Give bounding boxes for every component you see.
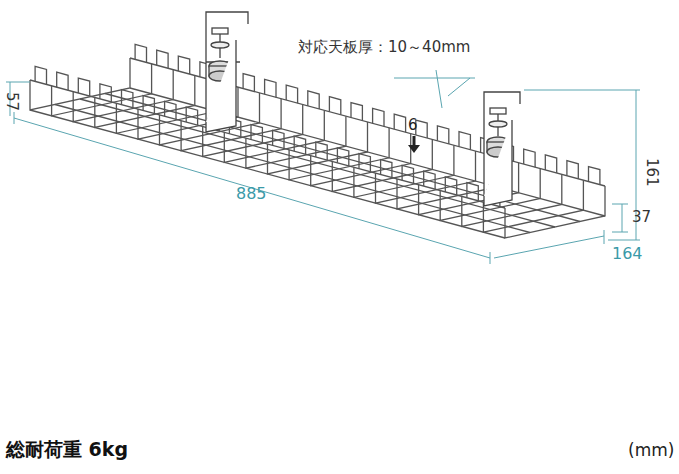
dimension-label: 37 <box>632 210 651 225</box>
wire <box>351 103 362 121</box>
wire <box>35 66 46 84</box>
wire <box>165 101 176 119</box>
wire <box>130 88 605 216</box>
wire <box>524 149 535 167</box>
wire <box>424 171 435 189</box>
wire <box>505 186 605 238</box>
wire <box>130 58 605 186</box>
unit-label: (mm) <box>628 442 674 459</box>
wire <box>467 183 478 201</box>
desk-clamps <box>206 12 520 206</box>
wire <box>186 107 197 125</box>
wire <box>143 96 154 114</box>
dimension-label: 164 <box>612 246 643 262</box>
wire <box>122 90 133 108</box>
wire <box>567 161 578 179</box>
dimension-lines <box>6 70 640 264</box>
wire <box>273 130 284 148</box>
wire <box>178 56 189 74</box>
wire <box>30 110 505 238</box>
wire <box>459 132 470 150</box>
wire <box>589 167 600 185</box>
wire <box>286 85 297 103</box>
wire <box>337 148 348 166</box>
dimension-label: 161 <box>644 158 659 187</box>
dimension-label: 885 <box>236 186 267 202</box>
wire <box>445 177 456 195</box>
wire <box>381 160 392 178</box>
wire-tray <box>30 44 605 238</box>
load-rating: 総耐荷重 6kg <box>6 440 128 459</box>
note-label: 対応天板厚：10～40mm <box>298 40 470 55</box>
wire <box>135 44 146 62</box>
wire <box>359 154 370 172</box>
wire <box>265 79 276 97</box>
wire <box>402 165 413 183</box>
load-arrow <box>408 136 420 153</box>
wire <box>157 50 168 68</box>
wire <box>545 155 556 173</box>
wire <box>329 97 340 115</box>
load-label: 6 <box>408 118 418 133</box>
dimension-label: 57 <box>4 92 19 111</box>
wire <box>316 142 327 160</box>
wire <box>243 74 254 92</box>
wire <box>57 72 68 90</box>
wire <box>78 78 89 96</box>
wire <box>55 105 530 233</box>
wire <box>294 136 305 154</box>
wire <box>373 108 384 126</box>
wire <box>394 114 405 132</box>
wire <box>437 126 448 144</box>
wire <box>100 84 111 102</box>
wire <box>308 91 319 109</box>
wire <box>251 125 262 143</box>
